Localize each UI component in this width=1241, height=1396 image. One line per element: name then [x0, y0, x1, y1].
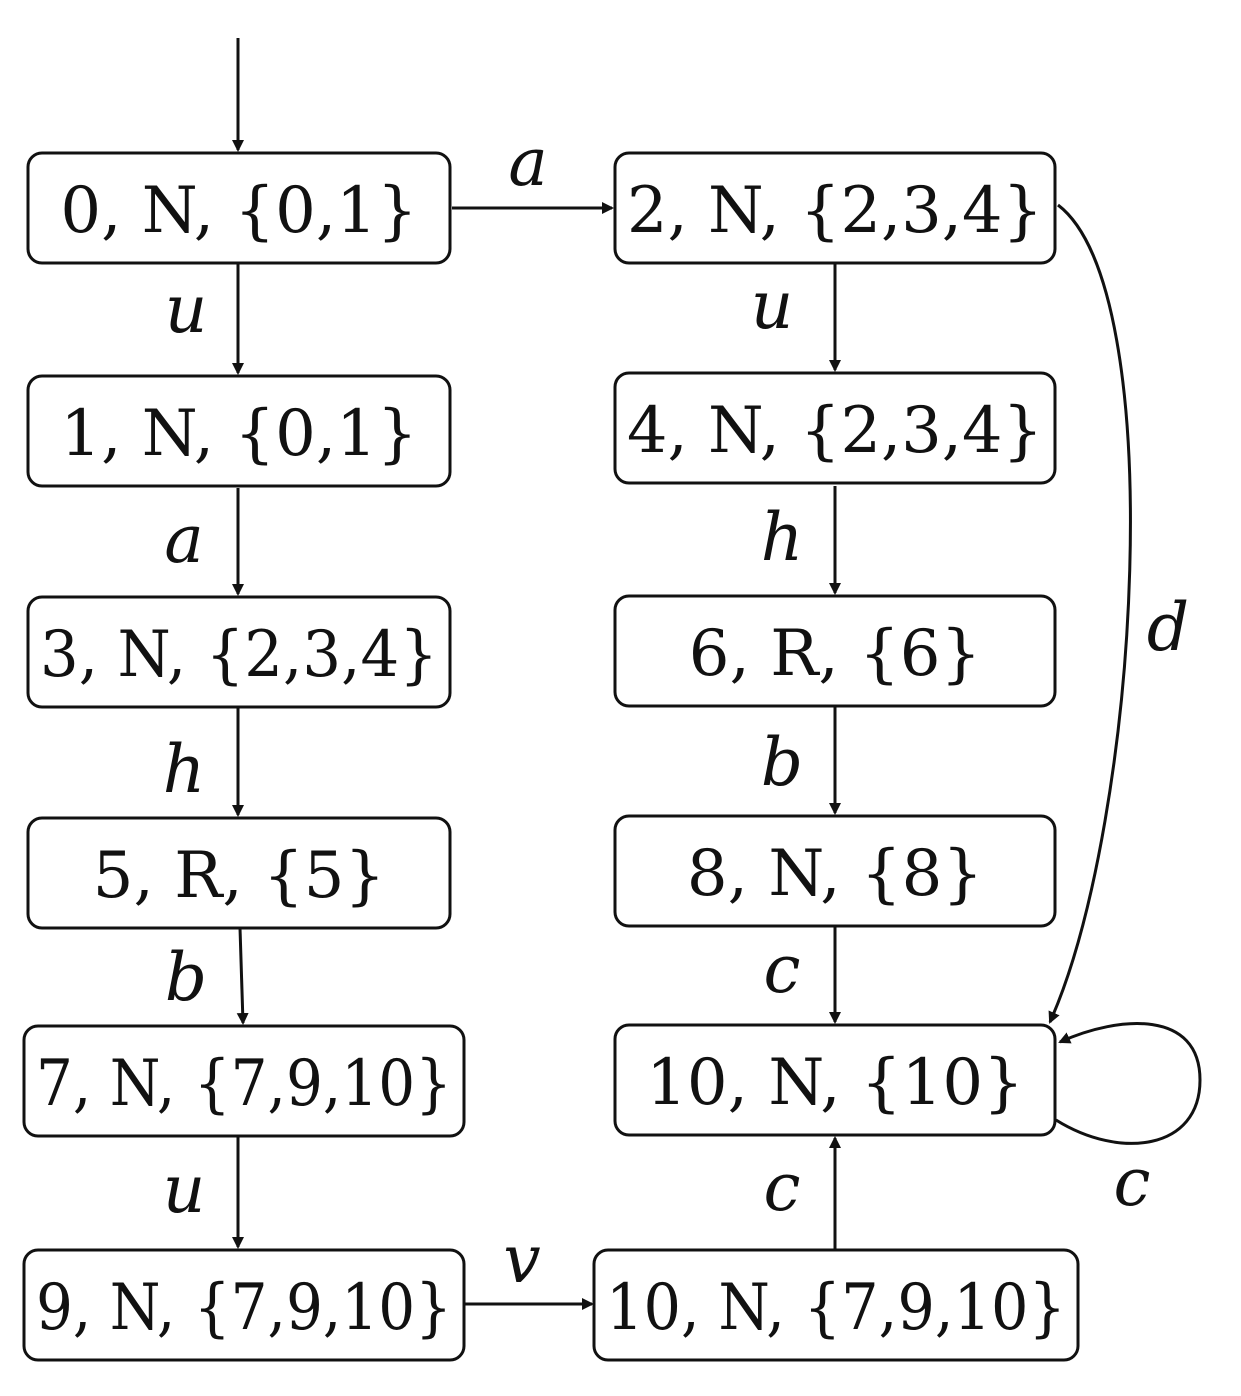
- state-node-4: 4, N, {2,3,4}: [613, 371, 1057, 485]
- state-node-7-label: 7, N, {7,9,10}: [36, 1047, 452, 1121]
- edge-5-to-7: [236, 927, 249, 1025]
- state-node-1: 1, N, {0,1}: [26, 374, 452, 488]
- state-node-2-label: 2, N, {2,3,4}: [627, 174, 1043, 248]
- edge-label-4-6: h: [761, 499, 804, 576]
- state-node-0-label: 0, N, {0,1}: [60, 174, 417, 248]
- edges: [232, 38, 1202, 1310]
- state-node-3: 3, N, {2,3,4}: [26, 595, 452, 709]
- edge-label-10b-10a: c: [764, 1149, 801, 1226]
- edge-label-5-7: b: [165, 939, 207, 1016]
- state-node-10b-label: 10, N, {7,9,10}: [606, 1271, 1066, 1345]
- edge-labels: a u a h b u v u h b c c d c: [163, 124, 1189, 1298]
- state-node-3-label: 3, N, {2,3,4}: [40, 618, 438, 692]
- edge-label-0-2: a: [508, 124, 547, 201]
- state-node-1-label: 1, N, {0,1}: [60, 397, 417, 471]
- edge-10a-self-loop: [1055, 1022, 1202, 1145]
- edge-2-to-10a: [1048, 203, 1132, 1024]
- state-node-0: 0, N, {0,1}: [26, 151, 452, 265]
- state-node-8: 8, N, {8}: [613, 814, 1057, 928]
- edge-label-2-4: u: [751, 267, 794, 344]
- state-node-9: 9, N, {7,9,10}: [22, 1248, 466, 1362]
- state-node-9-label: 9, N, {7,9,10}: [36, 1271, 452, 1345]
- edge-label-0-1: u: [165, 271, 208, 348]
- edge-label-3-5: h: [163, 731, 206, 808]
- state-node-5: 5, R, {5}: [26, 816, 452, 930]
- state-node-4-label: 4, N, {2,3,4}: [627, 394, 1043, 468]
- edge-label-6-8: b: [761, 724, 803, 801]
- edge-label-10a-self: c: [1114, 1144, 1151, 1221]
- state-node-5-label: 5, R, {5}: [93, 839, 385, 913]
- state-node-7: 7, N, {7,9,10}: [22, 1024, 466, 1138]
- edge-label-7-9: u: [163, 1151, 206, 1228]
- edge-label-2-10a: d: [1147, 589, 1189, 666]
- state-node-6-label: 6, R, {6}: [689, 617, 981, 691]
- state-node-8-label: 8, N, {8}: [687, 837, 983, 911]
- state-node-6: 6, R, {6}: [613, 594, 1057, 708]
- state-node-10a: 10, N, {10}: [613, 1023, 1057, 1137]
- edge-label-8-10a: c: [764, 931, 801, 1008]
- edge-label-9-10b: v: [503, 1221, 540, 1298]
- state-node-10b: 10, N, {7,9,10}: [592, 1248, 1080, 1362]
- state-node-10a-label: 10, N, {10}: [646, 1046, 1024, 1120]
- state-node-2: 2, N, {2,3,4}: [613, 151, 1057, 265]
- edge-label-1-3: a: [164, 501, 203, 578]
- nodes: 0, N, {0,1} 1, N, {0,1} 3, N, {2,3,4} 5,…: [22, 151, 1080, 1362]
